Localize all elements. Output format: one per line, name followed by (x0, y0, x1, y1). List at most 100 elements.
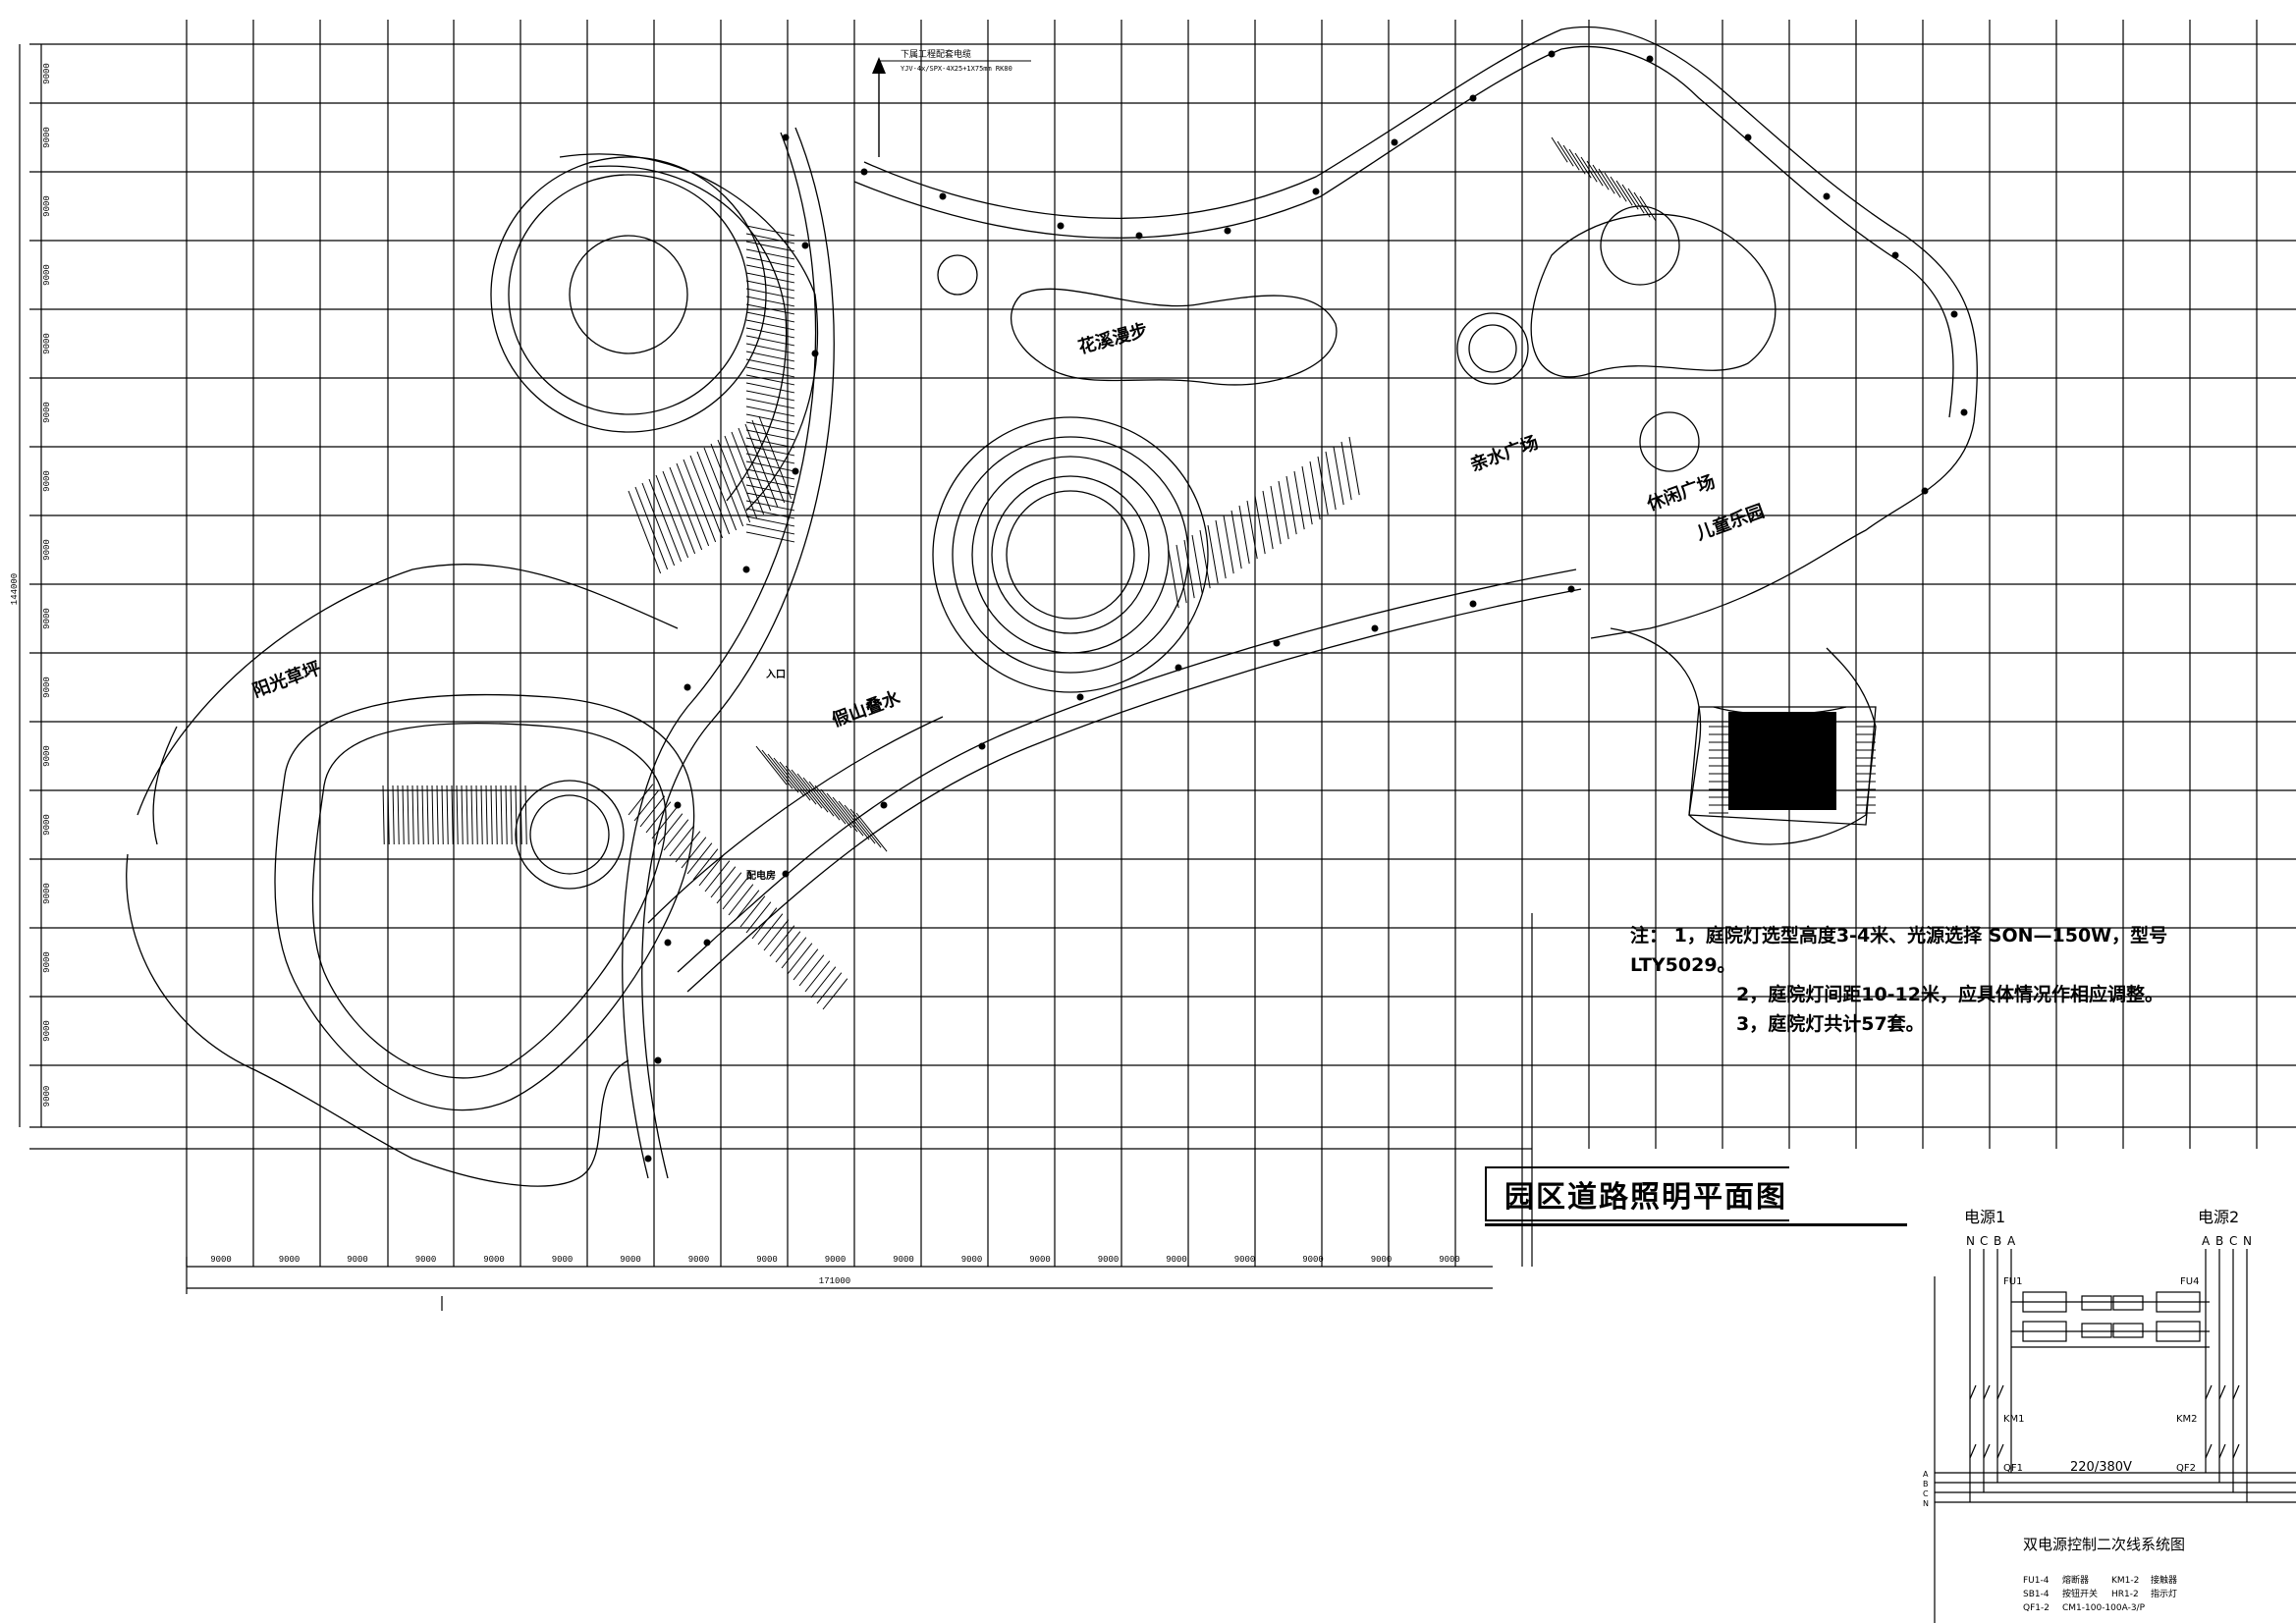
stair-hatch (745, 515, 795, 527)
lamp-marker (792, 467, 799, 475)
stair-hatch (745, 343, 795, 354)
stair-hatch (717, 439, 751, 523)
horizontal-dim-label: 9000 (483, 1255, 505, 1265)
paving-hatch (686, 842, 713, 875)
total-height-dim: 144000 (10, 573, 20, 605)
stair-hatch (1592, 164, 1610, 190)
stair-hatch (1586, 160, 1604, 187)
cable-annotation-line2: YJV-4x/SPX-4X25+1X75mm RK80 (901, 65, 1012, 73)
lamp-marker (1891, 251, 1899, 259)
horizontal-dim-label: 9000 (961, 1255, 983, 1265)
stair-hatch (745, 437, 795, 449)
stair-hatch (1262, 490, 1274, 550)
vertical-dim-label: 9000 (42, 127, 52, 148)
paving-hatch (816, 972, 843, 1004)
horizontal-dim-label: 9000 (756, 1255, 778, 1265)
paving-hatch (849, 808, 882, 848)
paving-hatch (802, 777, 835, 817)
stair-hatch (1230, 510, 1242, 569)
stair-hatch (745, 296, 795, 307)
paving-hatch (681, 837, 707, 869)
horizontal-dim-label: 9000 (688, 1255, 710, 1265)
stair-hatch (1348, 436, 1360, 496)
stair-hatch (745, 453, 795, 464)
stair-hatch (1317, 456, 1329, 515)
paving-hatch (769, 925, 795, 957)
drawing-title-box: 园区道路照明平面图 (1485, 1166, 1789, 1221)
vertical-dim-label: 9000 (42, 63, 52, 84)
stair-hatch (745, 264, 795, 276)
stair-hatch (751, 419, 786, 504)
km2-label: KM2 (2176, 1414, 2198, 1425)
paving-hatch (451, 784, 454, 844)
paving-hatch (426, 784, 429, 844)
stair-hatch (1168, 549, 1179, 609)
horizontal-dim-label: 9000 (415, 1255, 437, 1265)
stair-hatch (1175, 544, 1187, 604)
fu1-label: FU1 (2003, 1276, 2022, 1287)
paving-hatch (745, 901, 772, 934)
legend-desc: CM1-100-100A-3/P (2062, 1603, 2146, 1613)
lamp-marker (1823, 192, 1831, 200)
phase-label: B (1994, 1234, 2001, 1248)
lamp-marker (1273, 639, 1281, 647)
bus-label: C (1923, 1489, 1929, 1498)
stair-hatch (745, 248, 795, 260)
stair-hatch (745, 366, 795, 378)
zone-label: 花溪漫步 (1076, 319, 1150, 358)
paving-hatch (441, 784, 444, 844)
paving-hatch (470, 784, 473, 844)
stair-hatch (1191, 534, 1203, 594)
source2-label: 电源2 (2198, 1208, 2239, 1226)
stair-hatch (1254, 495, 1266, 555)
lamp-marker (1950, 310, 1958, 318)
paving-hatch (820, 788, 852, 829)
paving-hatch (397, 784, 400, 844)
phase-label: C (1980, 1234, 1988, 1248)
vertical-dim-label: 9000 (42, 608, 52, 629)
vertical-dim-label: 9000 (42, 676, 52, 698)
stair-hatch (745, 445, 795, 457)
zone-label: 休闲广场 (1643, 470, 1718, 515)
paving-hatch (456, 784, 459, 844)
stair-hatch (710, 443, 744, 527)
drawing-title: 园区道路照明平面图 (1504, 1180, 1787, 1215)
stair-hatch (731, 431, 765, 515)
paving-hatch (485, 784, 488, 844)
phase-label: N (2243, 1234, 2252, 1248)
stair-hatch (744, 423, 779, 508)
paving-hatch (763, 919, 790, 951)
stair-hatch (1615, 180, 1633, 206)
paving-hatch (722, 878, 748, 910)
legend-desc: 熔断器 (2062, 1574, 2089, 1586)
stair-hatch (745, 492, 795, 504)
dimension-labels: 9000 9000 9000 9000 9000 9000 9000 9000 9000 9000… (42, 63, 1460, 1265)
horizontal-dim-label: 9000 (1029, 1255, 1051, 1265)
source1-label: 电源1 (1964, 1208, 2005, 1226)
horizontal-dim-label: 9000 (825, 1255, 847, 1265)
stair-hatch (745, 311, 795, 323)
lamp-marker (811, 350, 819, 357)
paving-hatch (814, 784, 847, 825)
paving-hatch (755, 745, 788, 785)
stair-hatch (1340, 441, 1352, 501)
note-line-1b: LTY5029。 (1630, 954, 1736, 976)
stair-hatch (683, 459, 717, 543)
zone-label: 亲水广场 (1467, 431, 1541, 475)
zone-label: 阳光草坪 (249, 657, 323, 701)
lamp-marker (1960, 408, 1968, 416)
stair-hatch (1333, 446, 1344, 506)
vertical-dim-label: 9000 (42, 1020, 52, 1042)
stair-hatch (1551, 136, 1568, 163)
lamp-marker (1175, 664, 1182, 672)
paving-hatch (657, 813, 683, 845)
paving-hatch (739, 895, 766, 928)
vertical-dim-label: 9000 (42, 1086, 52, 1108)
stair-hatch (745, 288, 795, 299)
paving-hatch (698, 854, 725, 887)
lamp-marker (1744, 134, 1752, 141)
legend-desc: 指示灯 (2151, 1588, 2177, 1599)
paving-hatch (446, 784, 449, 844)
cable-annotation: 下属工程配套电缆 YJV-4x/SPX-4X25+1X75mm RK80 (872, 48, 1031, 157)
